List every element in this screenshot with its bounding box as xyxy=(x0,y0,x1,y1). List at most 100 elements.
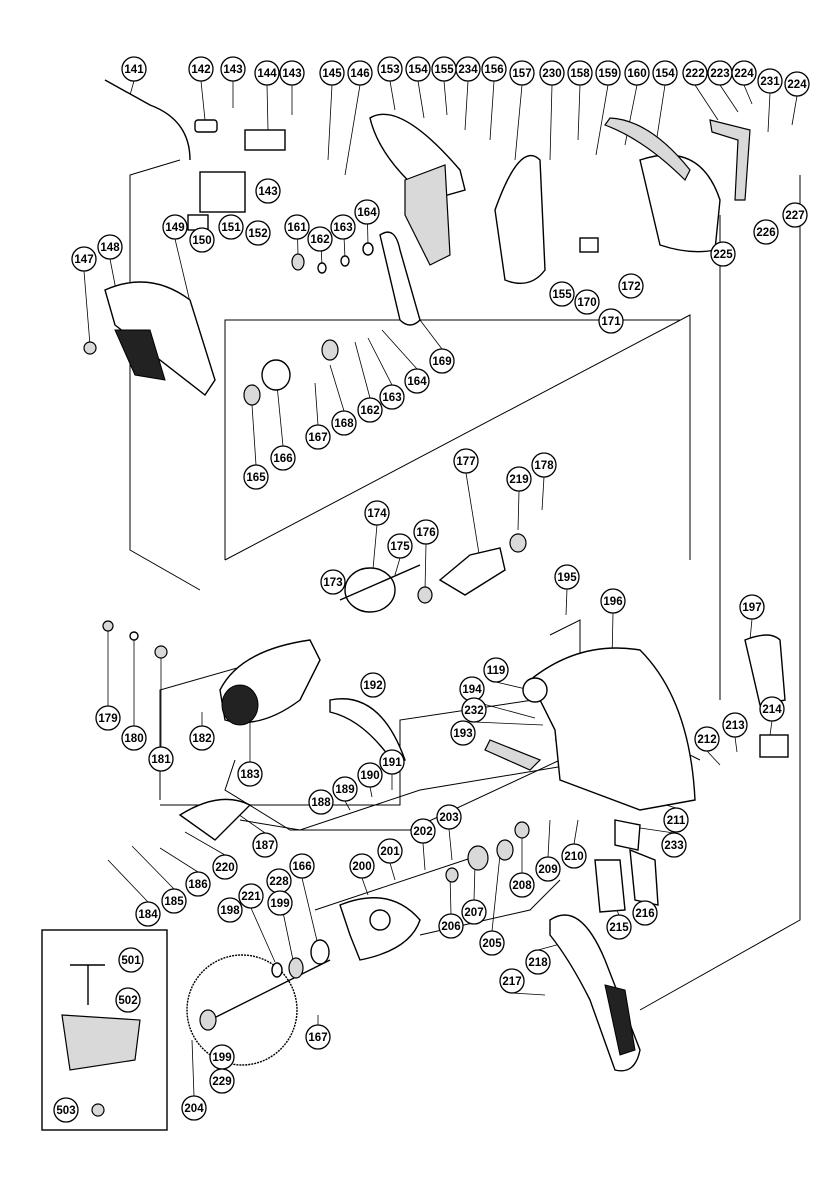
callout-number: 217 xyxy=(502,976,521,988)
callout-183: 183 xyxy=(237,761,263,787)
blade-arbor xyxy=(209,959,331,1021)
callout-circle xyxy=(525,949,551,975)
callout-circle xyxy=(331,410,357,436)
callout-number: 162 xyxy=(310,234,329,246)
callout-circle xyxy=(632,900,658,926)
callout-165: 165 xyxy=(243,464,269,490)
callout-circle xyxy=(710,241,736,267)
callout-number: 164 xyxy=(407,376,427,388)
callout-circle xyxy=(453,448,479,474)
plate-216 xyxy=(629,848,659,906)
callout-circle xyxy=(305,424,331,450)
washer-164 xyxy=(362,242,374,256)
callout-145: 145 xyxy=(319,60,345,86)
callout-circle xyxy=(694,726,720,752)
callout-circle xyxy=(189,725,215,751)
callout-circle xyxy=(429,348,455,374)
callout-number: 150 xyxy=(192,235,211,247)
callout-218: 218 xyxy=(525,949,551,975)
guard-hole xyxy=(369,909,391,931)
callout-circle xyxy=(308,789,334,815)
callout-number: 144 xyxy=(257,68,277,80)
callout-circle xyxy=(330,214,356,240)
callout-229: 229 xyxy=(209,1068,235,1094)
callout-number: 501 xyxy=(121,955,141,967)
callout-number: 177 xyxy=(456,456,475,468)
callout-number: 202 xyxy=(413,826,432,838)
callout-circle xyxy=(455,56,481,82)
callout-number: 230 xyxy=(542,68,561,80)
callout-185: 185 xyxy=(161,888,187,914)
callout-208: 208 xyxy=(509,872,535,898)
callout-number: 167 xyxy=(308,432,327,444)
callout-circle xyxy=(121,56,147,82)
callout-number: 224 xyxy=(734,68,754,80)
callout-circle xyxy=(436,804,462,830)
callout-number: 141 xyxy=(124,64,144,76)
callout-number: 216 xyxy=(635,908,654,920)
callout-227: 227 xyxy=(782,202,808,228)
dust-bag-502 xyxy=(61,1014,141,1071)
callout-233: 233 xyxy=(661,832,687,858)
callout-164: 164 xyxy=(404,368,430,394)
callout-number: 218 xyxy=(528,957,548,969)
through-bolt xyxy=(339,564,421,601)
callout-number: 179 xyxy=(98,713,117,725)
callout-circle xyxy=(461,697,487,723)
callout-number: 232 xyxy=(464,705,483,717)
inner-cover xyxy=(404,164,451,266)
callout-circle xyxy=(554,564,580,590)
callout-circle xyxy=(624,60,650,86)
callout-circle xyxy=(320,569,346,595)
callout-circle xyxy=(115,987,141,1013)
callout-167: 167 xyxy=(305,1024,331,1050)
callout-circle xyxy=(364,500,390,526)
callout-number: 119 xyxy=(487,665,506,677)
callout-186: 186 xyxy=(185,871,211,897)
callout-173: 173 xyxy=(320,569,346,595)
callout-501: 501 xyxy=(118,947,144,973)
callout-number: 148 xyxy=(100,242,120,254)
callout-202: 202 xyxy=(410,818,436,844)
callout-circle xyxy=(319,60,345,86)
cord-clamp xyxy=(194,119,218,133)
callout-503: 503 xyxy=(53,1097,79,1123)
callout-circle xyxy=(243,464,269,490)
callout-206: 206 xyxy=(438,913,464,939)
callout-circle xyxy=(307,226,333,252)
callout-circle xyxy=(148,746,174,772)
callout-199: 199 xyxy=(267,890,293,916)
callout-number: 161 xyxy=(287,222,307,234)
callout-234: 234 xyxy=(455,56,481,82)
callout-number: 154 xyxy=(655,68,675,80)
callout-number: 174 xyxy=(367,508,387,520)
callout-number: 203 xyxy=(439,812,458,824)
callout-circle xyxy=(595,60,621,86)
callout-215: 215 xyxy=(606,914,632,940)
callout-207: 207 xyxy=(461,899,487,925)
callout-214: 214 xyxy=(759,696,785,722)
callout-circle xyxy=(161,888,187,914)
callout-210: 210 xyxy=(561,843,587,869)
washer-221 xyxy=(271,962,283,978)
bearing-206 xyxy=(445,867,459,883)
callout-number: 221 xyxy=(241,891,261,903)
callout-circle xyxy=(238,883,264,909)
callout-221: 221 xyxy=(238,883,264,909)
callout-189: 189 xyxy=(332,776,358,802)
saw-blade xyxy=(186,954,298,1066)
callout-number: 199 xyxy=(270,898,289,910)
callout-number: 227 xyxy=(785,210,804,222)
callout-number: 186 xyxy=(188,879,207,891)
callout-number: 166 xyxy=(273,453,292,465)
callout-number: 152 xyxy=(248,228,267,240)
callout-circle xyxy=(652,60,678,86)
callout-number: 170 xyxy=(577,297,596,309)
callout-222: 222 xyxy=(682,60,708,86)
callout-number: 157 xyxy=(512,68,531,80)
callout-circle xyxy=(600,588,626,614)
callout-209: 209 xyxy=(535,856,561,882)
switch-knob xyxy=(579,237,599,253)
callout-number: 185 xyxy=(164,896,184,908)
